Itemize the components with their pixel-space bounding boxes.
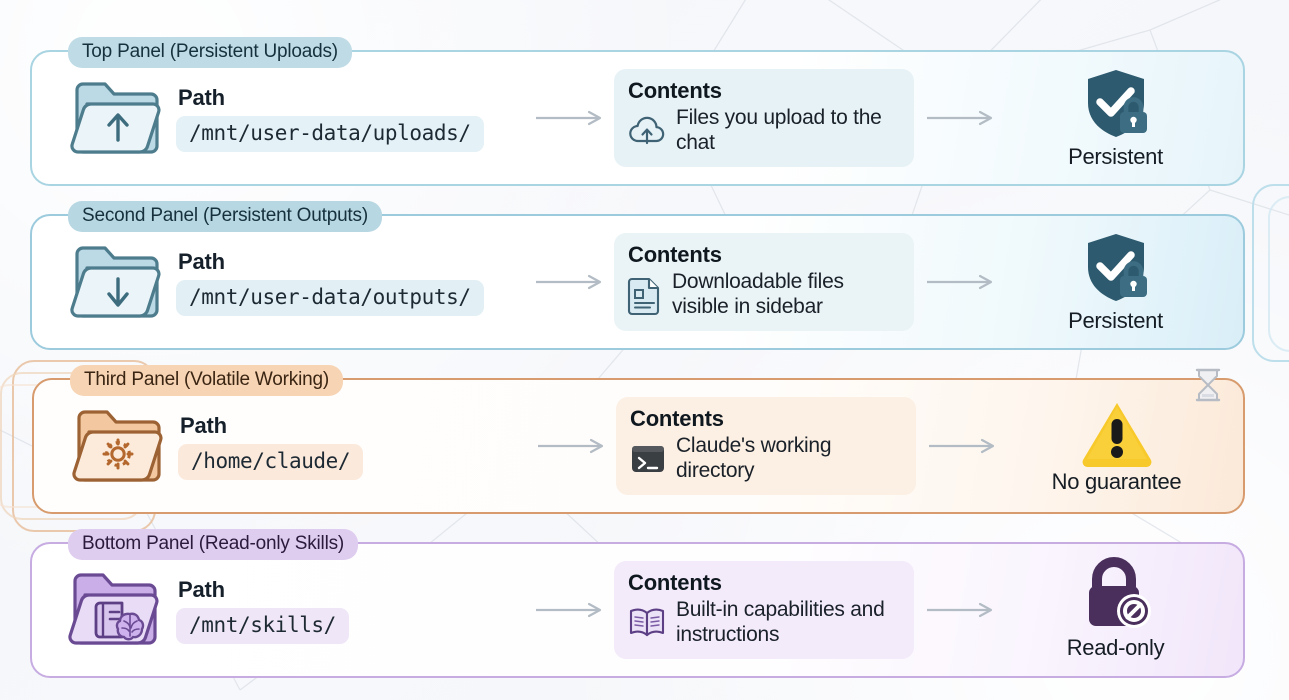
brain-sub-icon bbox=[115, 612, 145, 641]
contents-group-bottom: Contents Built- bbox=[614, 560, 914, 660]
arrow-right-icon-2 bbox=[914, 274, 1010, 290]
path-group-top: Path /mnt/user-data/uploads/ bbox=[176, 85, 528, 152]
status-group-bottom: Read-only bbox=[1010, 557, 1221, 661]
contents-title: Contents bbox=[628, 241, 722, 267]
contents-text: Claude's working directory bbox=[676, 433, 832, 482]
panel-top-label: Top Panel (Persistent Uploads) bbox=[68, 37, 352, 68]
folder-download-icon bbox=[58, 242, 176, 322]
status-group-second: Persistent bbox=[1010, 230, 1221, 334]
panel-top[interactable]: Top Panel (Persistent Uploads) Path /mnt… bbox=[30, 37, 1245, 186]
panel-third-label: Third Panel (Volatile Working) bbox=[70, 365, 343, 396]
terminal-icon bbox=[630, 443, 666, 475]
lock-blocked-icon bbox=[1077, 557, 1155, 633]
document-lines-icon bbox=[627, 276, 662, 315]
contents-title: Contents bbox=[628, 77, 722, 103]
hourglass-icon bbox=[1193, 367, 1223, 403]
path-group-second: Path /mnt/user-data/outputs/ bbox=[176, 249, 528, 316]
contents-group-third: Contents Claude bbox=[616, 396, 916, 496]
panel-third[interactable]: Third Panel (Volatile Working) Path /hom… bbox=[32, 365, 1245, 514]
arrow-right-icon bbox=[528, 602, 614, 618]
contents-text: Files you upload to the chat bbox=[676, 105, 882, 154]
contents-text: Built-in capabilities and instructions bbox=[676, 597, 885, 646]
path-value[interactable]: /mnt/user-data/outputs/ bbox=[176, 279, 484, 316]
book-sub-icon bbox=[94, 601, 124, 639]
contents-group-top: Contents Files you upload to the bbox=[614, 68, 914, 168]
arrow-right-icon-2 bbox=[916, 438, 1012, 454]
folder-upload-icon bbox=[58, 78, 176, 158]
echo-outline-second-right-2 bbox=[1268, 196, 1289, 352]
folder-skills-icon bbox=[58, 569, 176, 651]
contents-text: Downloadable files visible in sidebar bbox=[672, 269, 844, 318]
arrow-right-icon-2 bbox=[914, 110, 1010, 126]
arrow-right-icon bbox=[528, 274, 614, 290]
status-label: Persistent bbox=[1068, 144, 1163, 169]
open-book-icon bbox=[628, 606, 666, 640]
echo-outline-second-right bbox=[1252, 184, 1289, 362]
status-label: Persistent bbox=[1068, 308, 1163, 333]
path-value[interactable]: /mnt/skills/ bbox=[176, 607, 349, 644]
contents-title: Contents bbox=[630, 405, 724, 431]
cloud-upload-icon bbox=[628, 115, 666, 147]
path-value[interactable]: /home/claude/ bbox=[178, 443, 364, 480]
path-title: Path bbox=[180, 412, 227, 438]
status-label: No guarantee bbox=[1051, 469, 1182, 494]
arrow-right-icon bbox=[530, 438, 616, 454]
path-group-third: Path /home/claude/ bbox=[178, 413, 530, 480]
folder-gear-icon bbox=[60, 406, 178, 486]
shield-check-lock-icon bbox=[1079, 230, 1153, 306]
panel-second[interactable]: Second Panel (Persistent Outputs) Path /… bbox=[30, 201, 1245, 350]
status-group-third: No guarantee bbox=[1012, 368, 1221, 495]
panel-second-label: Second Panel (Persistent Outputs) bbox=[68, 201, 382, 232]
path-group-bottom: Path /mnt/skills/ bbox=[176, 577, 528, 644]
panel-bottom[interactable]: Bottom Panel (Read-only Skills) bbox=[30, 529, 1245, 678]
path-title: Path bbox=[178, 248, 225, 274]
arrow-right-icon-2 bbox=[914, 602, 1010, 618]
contents-group-second: Contents bbox=[614, 232, 914, 332]
path-value[interactable]: /mnt/user-data/uploads/ bbox=[176, 115, 484, 152]
status-group-top: Persistent bbox=[1010, 66, 1221, 170]
arrow-right-icon bbox=[528, 110, 614, 126]
path-title: Path bbox=[178, 576, 225, 602]
path-title: Path bbox=[178, 84, 225, 110]
panel-bottom-label: Bottom Panel (Read-only Skills) bbox=[68, 529, 359, 560]
shield-check-lock-icon bbox=[1079, 66, 1153, 142]
warning-triangle-icon bbox=[1078, 397, 1156, 467]
status-label: Read-only bbox=[1066, 635, 1165, 660]
contents-title: Contents bbox=[628, 569, 722, 595]
